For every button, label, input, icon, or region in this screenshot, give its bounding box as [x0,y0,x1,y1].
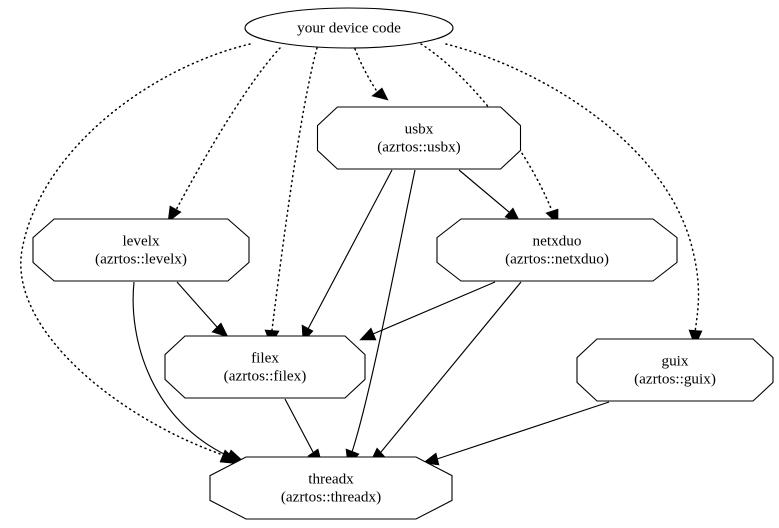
edge-usbx-to-filex [301,169,393,343]
edge-levelx-to-filex [176,281,229,338]
node-label-filex-line2: (azrtos::filex) [224,367,307,384]
edge-device-to-guix [445,43,703,347]
node-label-usbx-line1: usbx [405,120,434,137]
node-netxduo[interactable]: netxduo (azrtos::netxduo) [436,218,678,282]
edge-usbx-to-threadx [345,169,416,467]
node-label-levelx-line2: (azrtos::levelx) [95,250,187,267]
node-label-device-line1: your device code [297,19,401,36]
node-levelx[interactable]: levelx (azrtos::levelx) [32,218,250,282]
node-label-netxduo-line1: netxduo [533,232,582,249]
edge-usbx-to-netxduo [458,169,521,223]
node-filex[interactable]: filex (azrtos::filex) [164,335,366,399]
edge-netxduo-to-filex [359,281,496,341]
edge-guix-to-threadx [422,401,610,466]
node-shape-octagon [32,218,250,282]
node-shape-octagon [436,218,678,282]
edge-filex-to-threadx [284,398,323,465]
node-label-usbx-line2: (azrtos::usbx) [377,138,461,155]
edge-device-to-levelx [167,47,281,223]
node-shape-octagon [164,335,366,399]
node-usbx[interactable]: usbx (azrtos::usbx) [316,106,522,170]
node-label-filex-line1: filex [251,349,279,366]
node-layer: your device code usbx (azrtos::usbx) lev… [32,7,774,520]
node-shape-octagon [316,106,522,170]
edge-levelx-to-threadx [132,281,245,463]
node-label-levelx-line1: levelx [122,232,160,249]
node-label-threadx-line1: threadx [308,470,354,487]
node-shape-octagon [209,456,453,520]
node-shape-octagon [576,338,774,402]
node-label-guix-line1: guix [661,352,688,369]
node-label-threadx-line2: (azrtos::threadx) [281,488,381,505]
node-your-device-code[interactable]: your device code [244,7,454,49]
node-threadx[interactable]: threadx (azrtos::threadx) [209,456,453,520]
node-label-netxduo-line2: (azrtos::netxduo) [505,250,609,267]
edge-device-to-usbx [354,48,389,101]
node-shape-ellipse [244,7,454,49]
node-label-guix-line2: (azrtos::guix) [634,370,716,387]
edge-layer [20,43,703,467]
edge-device-to-filex [264,47,318,346]
node-guix[interactable]: guix (azrtos::guix) [576,338,774,402]
edge-netxduo-to-threadx [369,281,522,464]
